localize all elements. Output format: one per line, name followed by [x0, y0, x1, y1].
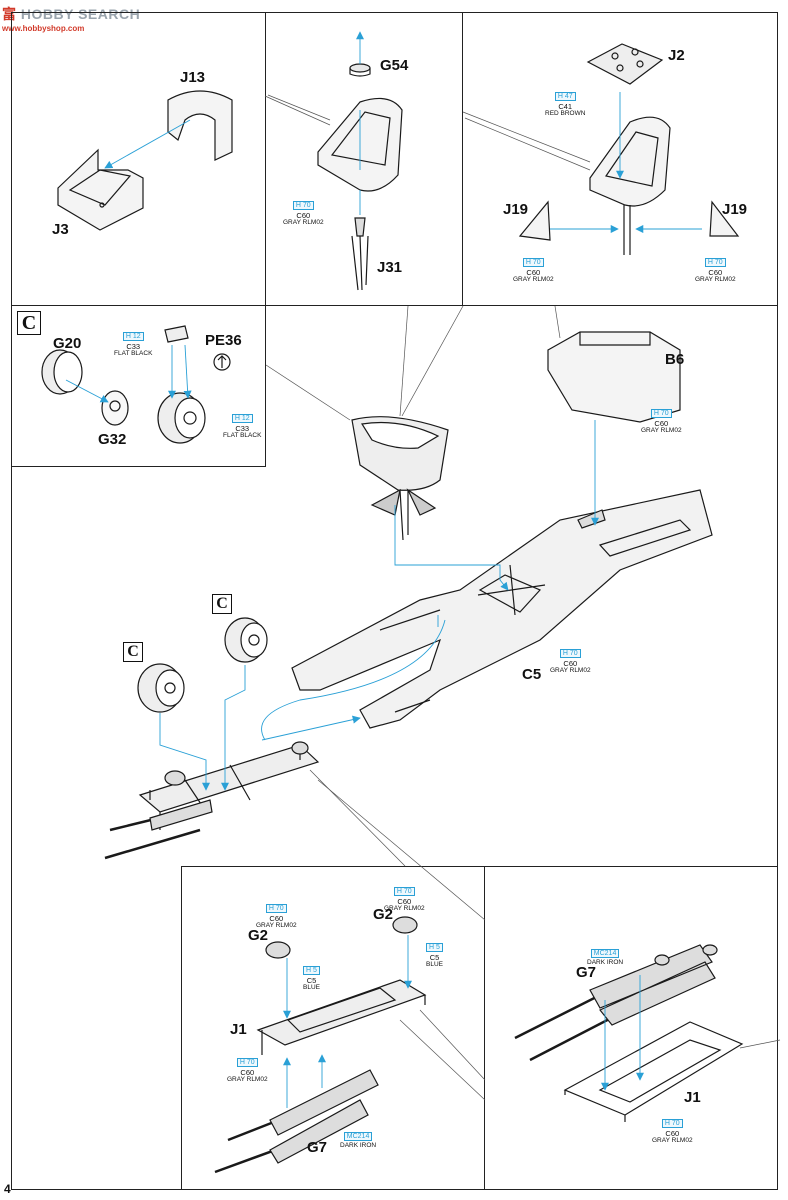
- part-drum-box-drawing: [41, 325, 231, 444]
- watermark-url: www.hobbyshop.com: [2, 24, 85, 33]
- part-drums-main-drawing: [137, 617, 268, 713]
- part-seat-g54-drawing: [317, 63, 403, 291]
- section-c-mark-drum-lower: C: [123, 642, 143, 662]
- page-number: 4: [4, 1182, 11, 1196]
- label-j2: J2: [668, 47, 685, 64]
- label-g2-right: G2: [373, 906, 394, 923]
- label-c5: C5: [522, 666, 542, 683]
- label-j19-left: J19: [503, 201, 529, 218]
- label-j3: J3: [52, 221, 69, 238]
- panel-guns-g7: [484, 866, 778, 1190]
- label-pe36: PE36: [205, 332, 242, 349]
- part-j13-drawing: [167, 90, 233, 161]
- section-c-mark-drum-upper: C: [212, 594, 232, 614]
- part-central-seat-drawing: [351, 416, 449, 541]
- label-j19-right: J19: [722, 201, 748, 218]
- label-g32: G32: [98, 431, 127, 448]
- watermark-text: 富 HOBBY SEARCH: [2, 6, 141, 22]
- label-g7-right: G7: [576, 964, 597, 981]
- part-guns-g2-drawing: [214, 916, 427, 1174]
- label-g7-left: G7: [307, 1139, 328, 1156]
- watermark: 富 HOBBY SEARCH www.hobbyshop.com: [2, 4, 140, 33]
- label-g2-left: G2: [248, 927, 269, 944]
- part-gun-frame-main-drawing: [104, 741, 320, 860]
- part-seat-j2-drawing: [518, 43, 740, 255]
- label-b6: B6: [665, 351, 685, 368]
- label-j13: J13: [180, 69, 206, 86]
- section-c-mark-box: C: [17, 311, 41, 335]
- part-guns-g7-drawing: [514, 944, 744, 1122]
- part-b6-drawing: [547, 331, 681, 423]
- label-j31: J31: [377, 259, 403, 276]
- part-j3-drawing: [57, 148, 144, 231]
- label-g54: G54: [380, 57, 409, 74]
- label-g20: G20: [53, 335, 82, 352]
- label-j1-left: J1: [230, 1021, 247, 1038]
- label-j1-right: J1: [684, 1089, 701, 1106]
- part-c5-floor-drawing: [291, 489, 713, 729]
